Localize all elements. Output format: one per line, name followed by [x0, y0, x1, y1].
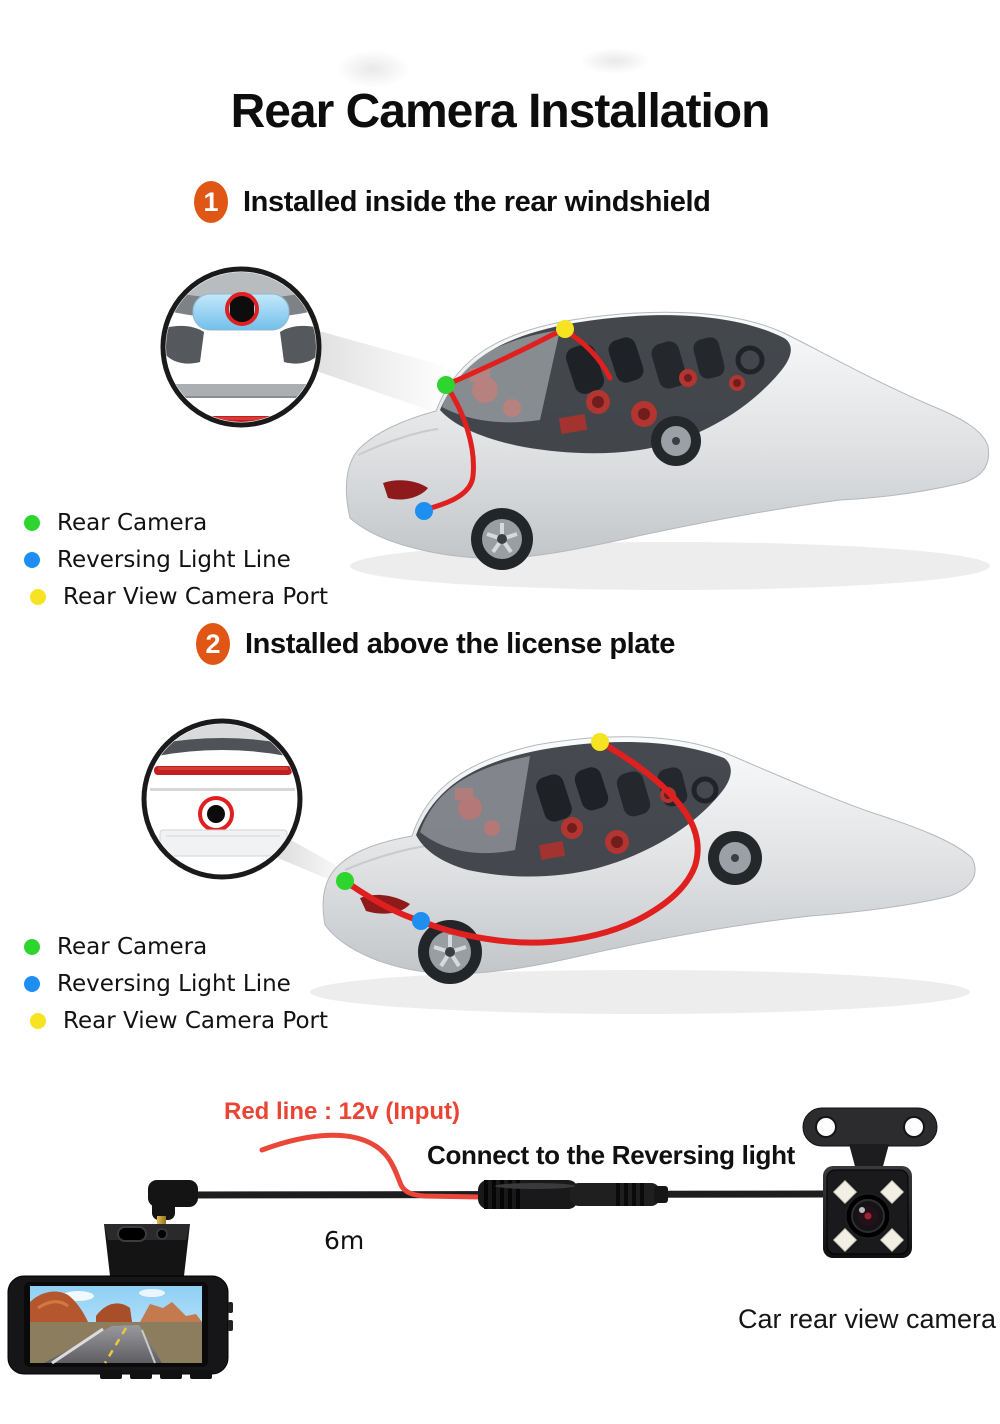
legend-item-rear-camera: Rear Camera: [24, 504, 328, 541]
watermark-smudge: [336, 50, 410, 88]
callout-license-plate: [141, 718, 303, 880]
legend-1: Rear Camera Reversing Light Line Rear Vi…: [24, 504, 328, 615]
car-interior: [558, 337, 765, 435]
car-cutaway-rear-windshield: [345, 311, 990, 590]
page-title: Rear Camera Installation: [230, 85, 771, 138]
camera-lens: [845, 1193, 891, 1239]
rear-view-camera: [802, 1107, 938, 1258]
step-2-header: 2 Installed above the license plate: [196, 622, 675, 666]
car-interior: [536, 767, 719, 860]
front-wheel: [708, 831, 762, 885]
rear-camera-dot: [336, 872, 354, 890]
camera-caption: Car rear view camera: [738, 1304, 997, 1334]
camera-port-dot: [556, 320, 574, 338]
legend-label: Reversing Light Line: [57, 970, 291, 997]
callout-rear-windshield: [160, 266, 322, 428]
legend-item-camera-port: Rear View Camera Port: [24, 1002, 328, 1039]
figure-license-plate-install: [141, 718, 976, 1014]
legend-item-reversing-light-line: Reversing Light Line: [24, 541, 328, 578]
legend-label: Reversing Light Line: [57, 546, 291, 573]
rear-window-pane: [442, 330, 560, 423]
plate-camera: [207, 805, 225, 823]
dashcam-buttons: [100, 1370, 212, 1379]
watermark-smudge: [580, 48, 650, 74]
blue-dot: [24, 975, 40, 992]
callout-beam: [302, 328, 452, 414]
trunk-crease: [344, 845, 427, 871]
mini-usb-port: [117, 1226, 147, 1242]
yellow-dot: [30, 588, 46, 605]
legend-label: Rear View Camera Port: [63, 583, 329, 610]
legend-2: Rear Camera Reversing Light Line Rear Vi…: [24, 928, 328, 1039]
red-12v-wire: [259, 1132, 484, 1200]
rear-camera-dot: [437, 376, 455, 394]
yellow-dot: [30, 1012, 46, 1029]
dashcam: [7, 1275, 233, 1379]
step-1-label: Installed inside the rear windshield: [243, 185, 711, 218]
dashcam-mount: [104, 1224, 190, 1276]
rear-wheel: [471, 508, 533, 570]
speaker-box: [455, 788, 473, 800]
legend-item-rear-camera: Rear Camera: [24, 928, 328, 965]
step-2-badge: 2: [196, 623, 230, 665]
legend-label: Rear View Camera Port: [63, 1007, 329, 1034]
bracket-hole: [903, 1116, 925, 1138]
green-dot: [24, 938, 40, 955]
camera-port-dot: [591, 733, 609, 751]
bracket-hole: [815, 1116, 837, 1138]
connect-label: Connect to the Reversing light: [427, 1140, 796, 1170]
red-line-label: Red line : 12v (Input): [224, 1098, 461, 1125]
license-plate: [159, 829, 288, 857]
windshield-camera: [230, 296, 254, 322]
taillight: [383, 480, 428, 500]
cable-length-label: 6m: [324, 1226, 365, 1255]
car-cutaway-license-plate: [310, 733, 976, 1014]
side-button: [228, 1302, 233, 1313]
side-button: [228, 1320, 233, 1331]
dashcam-screen: [30, 1286, 202, 1365]
speaker: [458, 796, 482, 820]
reversing-light-dot: [412, 912, 430, 930]
legend-label: Rear Camera: [57, 509, 208, 536]
reversing-light-dot: [415, 502, 433, 520]
rear-window-pane: [420, 756, 530, 854]
legend-item-reversing-light-line: Reversing Light Line: [24, 965, 328, 1002]
legend-label: Rear Camera: [57, 933, 208, 960]
legend-item-camera-port: Rear View Camera Port: [24, 578, 328, 615]
highlight-ring: [225, 292, 259, 326]
speaker: [484, 820, 500, 836]
step-2-label: Installed above the license plate: [245, 627, 676, 660]
step-1-header: 1 Installed inside the rear windshield: [194, 180, 711, 224]
camera-leds: [832, 1179, 905, 1253]
trunk-crease: [357, 428, 439, 456]
car-shadow: [310, 970, 970, 1014]
cable-connector: [478, 1180, 668, 1209]
figure-rear-windshield-install: [160, 266, 990, 590]
figure-wiring-diagram: [7, 1107, 938, 1379]
front-wheel: [651, 416, 701, 466]
blue-dot: [24, 551, 40, 568]
green-dot: [24, 514, 40, 531]
step-1-badge: 1: [194, 181, 228, 223]
av-in-jack-hole: [156, 1228, 168, 1240]
